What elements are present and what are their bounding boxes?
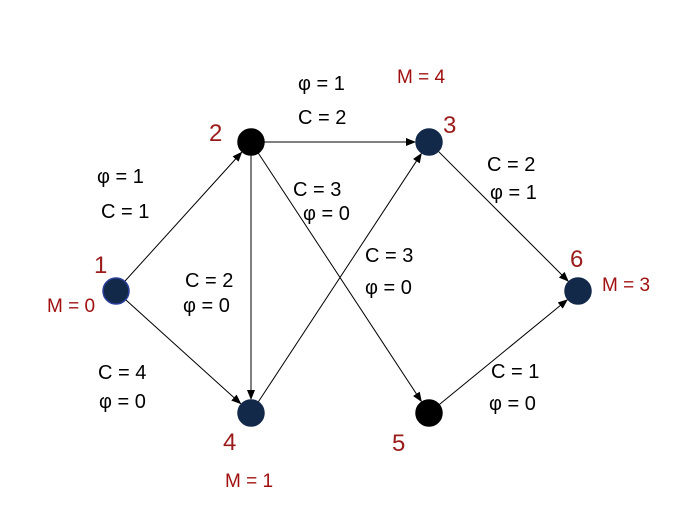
node-1-mark-label: M = 0 <box>47 296 95 317</box>
edges-layer <box>124 138 569 406</box>
edge-1-2-flow-label: φ = 1 <box>97 166 144 188</box>
node-5[interactable] <box>415 399 443 427</box>
edge-4-3-flow-label: φ = 0 <box>365 277 412 299</box>
node-1[interactable] <box>102 277 130 305</box>
edge-5-6-capacity-label: C = 1 <box>491 361 539 383</box>
node-6-mark-label: M = 3 <box>602 275 650 296</box>
edge-2-4-flow-label: φ = 0 <box>183 295 230 317</box>
edge-3-6-flow-label: φ = 1 <box>490 182 537 204</box>
node-2[interactable] <box>237 128 265 156</box>
edge-4-3 <box>257 152 422 403</box>
node-4[interactable] <box>237 399 265 427</box>
node-6[interactable] <box>564 277 592 305</box>
edge-2-5-capacity-label: C = 3 <box>293 179 341 201</box>
node-3-mark-label: M = 4 <box>397 67 445 88</box>
node-6-number: 6 <box>570 246 583 273</box>
nodes-layer <box>102 128 592 427</box>
edge-3-6-capacity-label: C = 2 <box>487 154 535 176</box>
node-5-number: 5 <box>392 430 405 457</box>
edge-1-4 <box>125 299 242 405</box>
edge-1-4-flow-label: φ = 0 <box>99 391 146 413</box>
edge-2-4-capacity-label: C = 2 <box>185 270 233 292</box>
edge-5-6 <box>438 299 568 406</box>
edge-1-4-capacity-label: C = 4 <box>98 362 146 384</box>
node-4-mark-label: M = 1 <box>225 471 273 492</box>
edge-4-3-capacity-label: C = 3 <box>365 245 413 267</box>
labels-layer: C = 1 φ = 1 C = 4 φ = 0 C = 2 φ = 1 C = 2 φ = 0… <box>47 67 650 492</box>
node-1-number: 1 <box>94 252 107 279</box>
node-3-number: 3 <box>443 112 456 139</box>
edge-2-3-capacity-label: C = 2 <box>298 107 346 129</box>
node-4-number: 4 <box>223 429 236 456</box>
edge-2-3-flow-label: φ = 1 <box>298 73 345 95</box>
edge-3-6 <box>437 150 569 282</box>
edge-1-2-capacity-label: C = 1 <box>101 201 149 223</box>
edge-2-5-flow-label: φ = 0 <box>303 203 350 225</box>
node-2-number: 2 <box>209 120 222 147</box>
edge-5-6-flow-label: φ = 0 <box>489 393 536 415</box>
edge-1-2 <box>124 151 243 282</box>
node-3[interactable] <box>415 128 443 156</box>
